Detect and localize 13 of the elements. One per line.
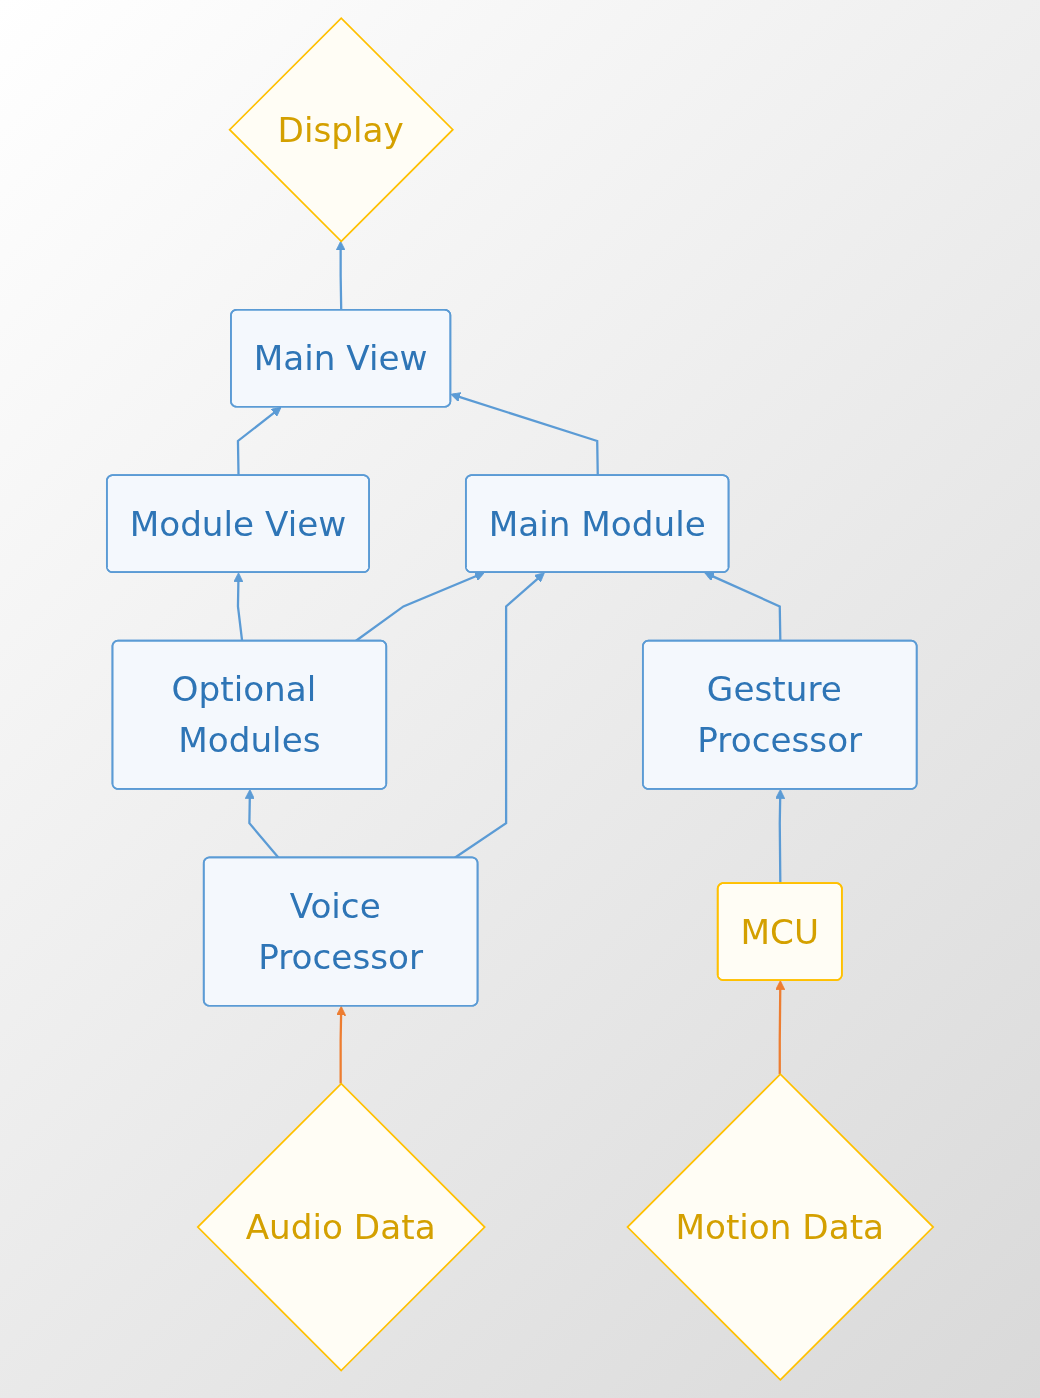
arrow (775, 789, 786, 884)
arrow (450, 392, 599, 476)
arrow (244, 789, 280, 859)
node-diamond: Display (228, 16, 454, 243)
arrow (704, 571, 782, 642)
arrow (335, 240, 346, 311)
arrow (775, 980, 786, 1075)
node-diamond: Motion Data (626, 1073, 935, 1382)
arrow (233, 572, 244, 642)
arrow (453, 572, 545, 859)
node-diamond: Audio Data (196, 1082, 486, 1372)
arrow (236, 406, 282, 476)
arrow (336, 1005, 347, 1084)
